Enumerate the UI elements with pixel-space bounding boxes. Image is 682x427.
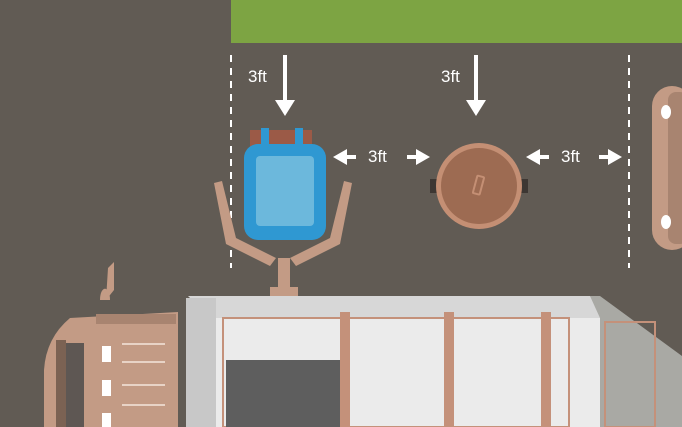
- garbage-truck-icon: [186, 296, 682, 427]
- double-arrow-icon: [333, 149, 430, 165]
- grass-strip: [231, 0, 682, 43]
- trash-can-icon: [430, 143, 528, 229]
- backpack-icon: [244, 128, 326, 240]
- parked-vehicle-icon: [652, 86, 682, 250]
- double-arrow-icon: [526, 149, 622, 165]
- down-arrow-icon: [275, 55, 295, 116]
- down-arrow-icon: [466, 55, 486, 116]
- clearance-label-between-items: 3ft: [368, 147, 387, 166]
- clearance-label-right-side: 3ft: [561, 147, 580, 166]
- clearance-label-center-vertical: 3ft: [441, 67, 460, 86]
- truck-lift-arms: [214, 181, 352, 297]
- side-vehicle-icon: [44, 262, 178, 427]
- clearance-label-left-vertical: 3ft: [248, 67, 267, 86]
